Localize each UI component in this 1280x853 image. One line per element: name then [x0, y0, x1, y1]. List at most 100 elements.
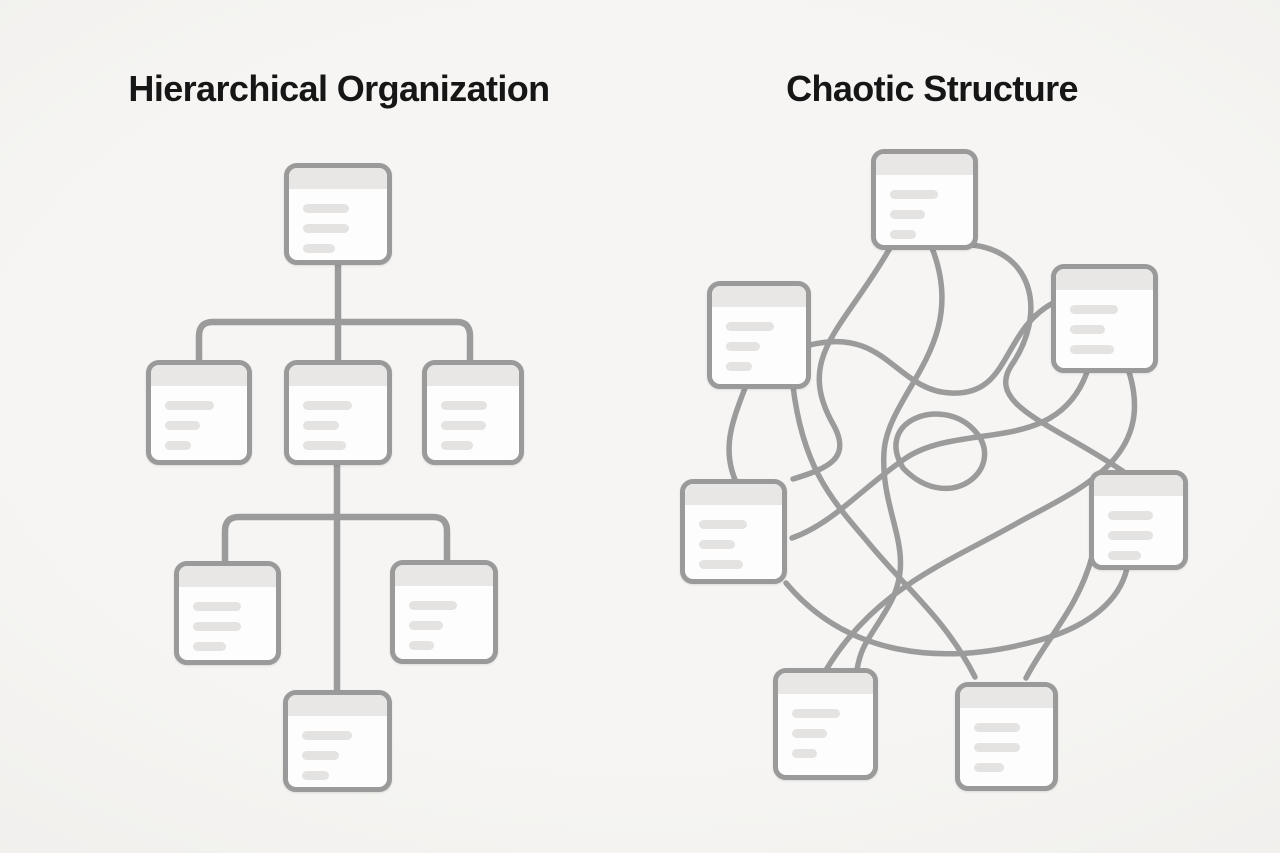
card-body [1056, 290, 1153, 354]
tangled-connectors [726, 242, 1138, 681]
card-header-band [712, 286, 806, 307]
text-line-placeholder [193, 642, 227, 651]
text-line-placeholder [409, 621, 443, 630]
card-header-band [960, 687, 1053, 708]
chaos-card-upper-right [1051, 264, 1158, 373]
text-line-placeholder [792, 709, 841, 718]
tree-level3-card-right [390, 560, 498, 664]
chaos-card-bottom-right [955, 682, 1058, 791]
tree-level3-card-left [174, 561, 281, 665]
text-line-placeholder [1108, 551, 1141, 560]
text-line-placeholder [1108, 531, 1154, 540]
card-header-band [427, 365, 519, 386]
card-body [427, 386, 519, 450]
text-line-placeholder [974, 723, 1020, 732]
text-line-placeholder [409, 641, 435, 650]
text-line-placeholder [441, 401, 488, 410]
card-header-band [288, 695, 387, 716]
text-line-placeholder [792, 749, 818, 758]
tangle-wire [783, 565, 1130, 657]
tangle-wire [789, 369, 1090, 541]
text-line-placeholder [303, 204, 350, 213]
tree-branch-level2 [195, 318, 474, 370]
card-header-band [685, 484, 782, 505]
card-body [289, 386, 387, 450]
text-line-placeholder [1070, 325, 1105, 334]
card-header-band [395, 565, 493, 586]
text-line-placeholder [302, 731, 352, 740]
text-line-placeholder [302, 771, 329, 780]
card-body [289, 189, 387, 253]
card-header-band [151, 365, 247, 386]
tangle-wire [726, 385, 748, 485]
card-header-band [289, 168, 387, 189]
text-line-placeholder [193, 622, 242, 631]
text-line-placeholder [890, 190, 939, 199]
text-line-placeholder [303, 421, 340, 430]
tree-level2-card-right [422, 360, 524, 465]
text-line-placeholder [890, 210, 925, 219]
card-body [179, 587, 276, 651]
tree-branch-level3 [221, 513, 451, 569]
card-header-band [179, 566, 276, 587]
text-line-placeholder [165, 421, 201, 430]
card-header-band [1094, 475, 1183, 496]
tangle-wire [823, 369, 1138, 673]
card-header-band [778, 673, 873, 694]
text-line-placeholder [303, 441, 347, 450]
tangle-wire [969, 242, 1127, 475]
text-line-placeholder [974, 743, 1020, 752]
tree-level2-card-middle [284, 360, 392, 465]
chaos-card-mid-right [1089, 470, 1188, 570]
tangle-wire [790, 383, 978, 680]
card-body [1094, 496, 1183, 560]
text-line-placeholder [165, 401, 214, 410]
text-line-placeholder [974, 763, 1004, 772]
card-header-band [876, 154, 973, 175]
chaos-card-upper-left [707, 281, 811, 389]
text-line-placeholder [303, 244, 336, 253]
text-line-placeholder [303, 224, 350, 233]
text-line-placeholder [165, 441, 191, 450]
left-diagram-title: Hierarchical Organization [128, 68, 550, 109]
chaos-card-bottom-left [773, 668, 878, 780]
text-line-placeholder [792, 729, 827, 738]
text-line-placeholder [303, 401, 352, 410]
card-body [712, 307, 806, 371]
card-body [960, 708, 1053, 772]
card-body [288, 716, 387, 780]
text-line-placeholder [1108, 511, 1154, 520]
tangle-wire [807, 300, 1056, 396]
text-line-placeholder [193, 602, 242, 611]
text-line-placeholder [1070, 305, 1119, 314]
text-line-placeholder [699, 520, 748, 529]
tree-level2-card-left [146, 360, 252, 465]
chaos-card-top [871, 149, 978, 250]
card-body [778, 694, 873, 758]
tangle-wire [790, 245, 893, 482]
text-line-placeholder [699, 540, 735, 549]
text-line-placeholder [726, 342, 761, 351]
tangle-wire [1023, 554, 1095, 681]
text-line-placeholder [699, 560, 744, 569]
card-body [876, 175, 973, 239]
tree-root-card [284, 163, 392, 265]
card-body [685, 505, 782, 569]
right-diagram-title: Chaotic Structure [786, 68, 1078, 109]
tree-bottom-card [283, 690, 392, 792]
tree-connectors [195, 256, 474, 699]
tangle-wire-loop [893, 411, 988, 491]
text-line-placeholder [409, 601, 457, 610]
text-line-placeholder [726, 362, 753, 371]
tangle-wire [854, 245, 945, 673]
text-line-placeholder [441, 421, 486, 430]
chaos-card-mid-left [680, 479, 787, 584]
text-line-placeholder [302, 751, 339, 760]
card-body [395, 586, 493, 650]
card-header-band [289, 365, 387, 386]
card-body [151, 386, 247, 450]
card-header-band [1056, 269, 1153, 290]
text-line-placeholder [890, 230, 917, 239]
